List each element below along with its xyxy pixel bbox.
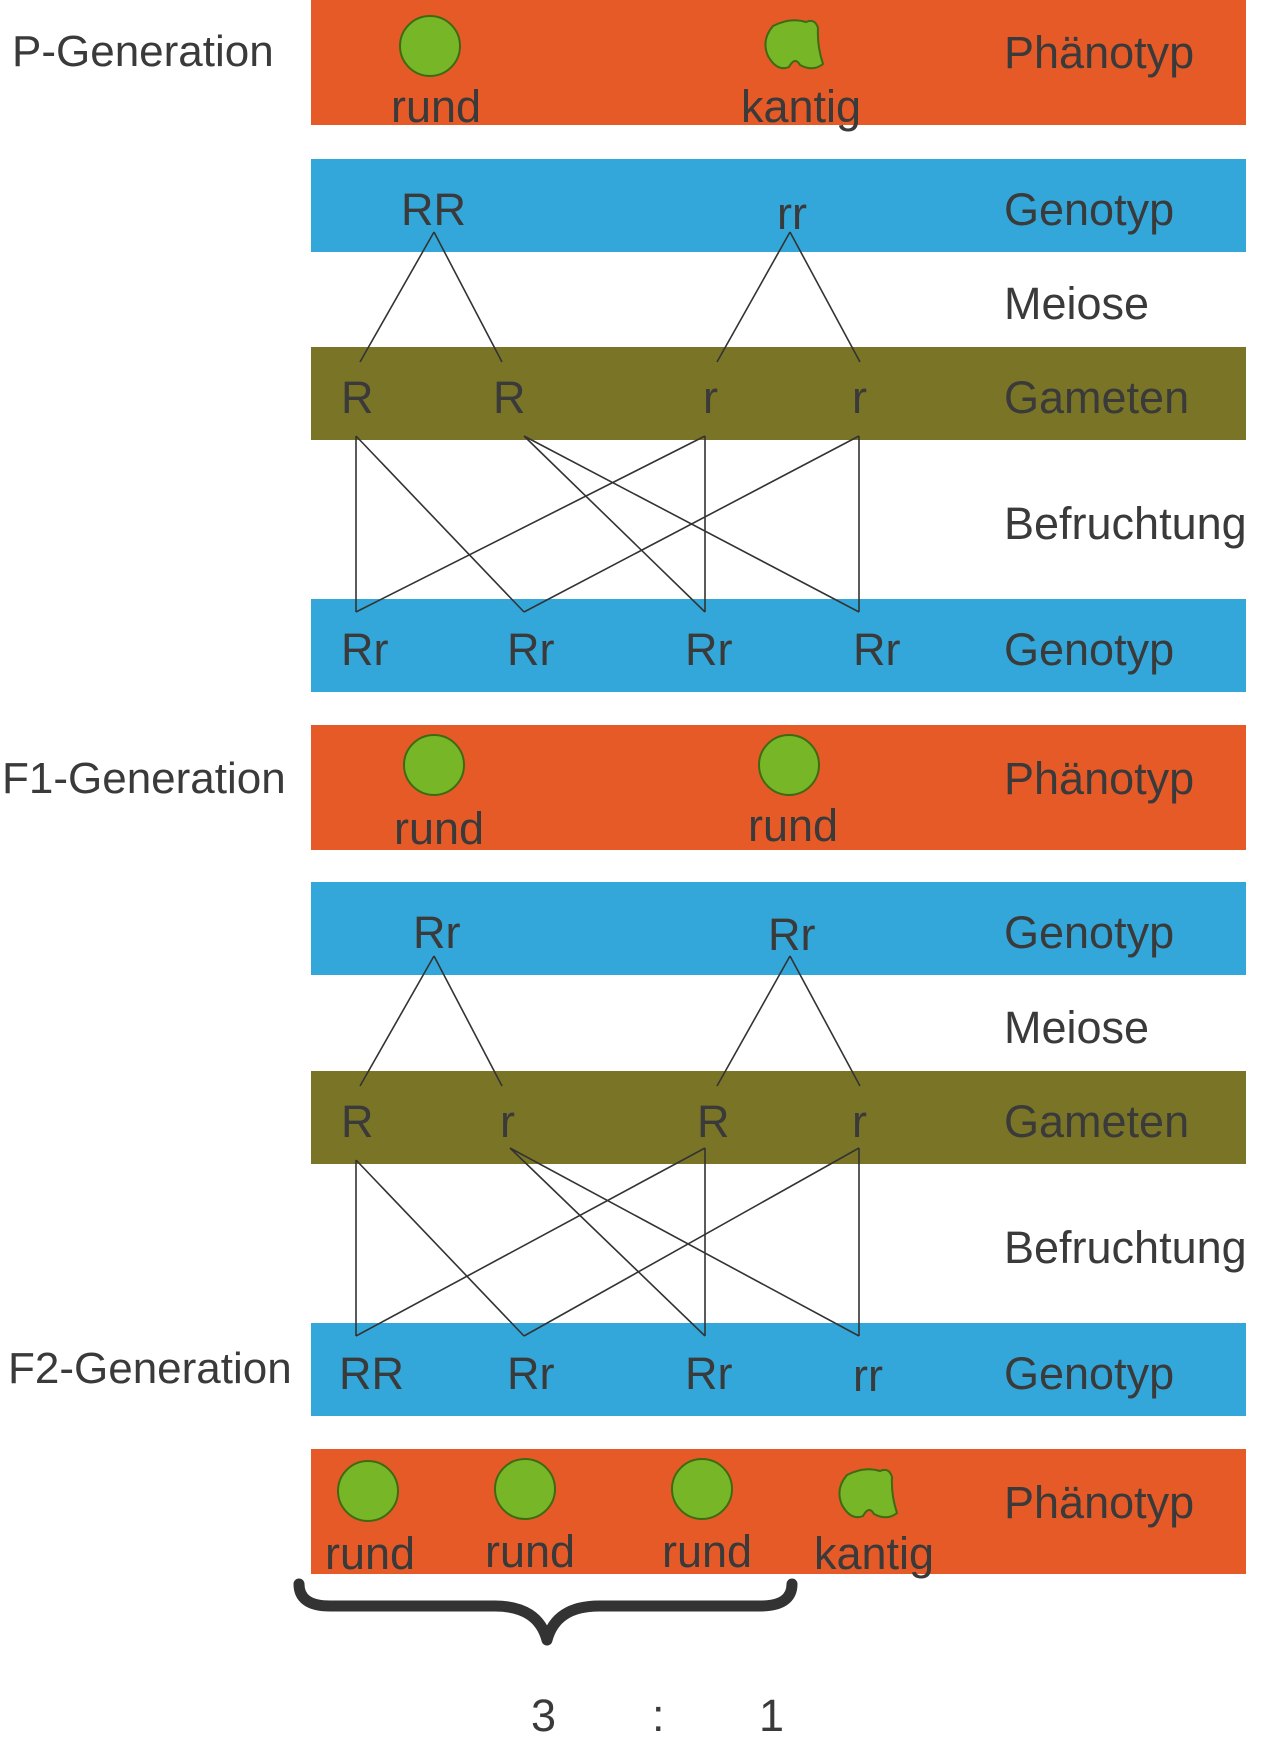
f1-genotype-band bbox=[311, 882, 1246, 975]
f1-genotype-result-band bbox=[311, 599, 1246, 692]
offspring-genotype-label: Rr bbox=[685, 1348, 733, 1399]
f1-generation-label: F1-Generation bbox=[2, 754, 286, 803]
round-pea-icon bbox=[758, 734, 820, 796]
gamete-label: R bbox=[493, 372, 526, 423]
f2-genotype-band bbox=[311, 1323, 1246, 1416]
genotype-label: Rr bbox=[413, 907, 461, 958]
row-label-phaenotyp: Phänotyp bbox=[1004, 753, 1195, 804]
row-label-meiose: Meiose bbox=[1004, 1002, 1150, 1053]
f2-generation-label: F2-Generation bbox=[8, 1344, 292, 1393]
gamete-label: r bbox=[852, 1096, 867, 1147]
p-meiosis-lines bbox=[359, 231, 861, 363]
row-label-genotyp: Genotyp bbox=[1004, 184, 1175, 235]
f1-gamete-band bbox=[311, 1071, 1246, 1164]
row-label-phaenotyp: Phänotyp bbox=[1004, 1477, 1195, 1528]
row-label-genotyp: Genotyp bbox=[1004, 624, 1175, 675]
phenotype-label: rund bbox=[748, 800, 839, 851]
row-label-genotyp: Genotyp bbox=[1004, 907, 1175, 958]
gamete-label: r bbox=[500, 1096, 515, 1147]
ratio-separator: : bbox=[652, 1690, 665, 1741]
phenotype-label: rund bbox=[325, 1528, 416, 1579]
f1-fertilization-lines bbox=[355, 1147, 860, 1337]
gamete-label: R bbox=[341, 1096, 374, 1147]
round-pea-icon bbox=[671, 1458, 733, 1520]
wrinkled-pea-icon bbox=[764, 19, 825, 70]
row-label-befruchtung: Befruchtung bbox=[1004, 1222, 1247, 1273]
offspring-genotype-label: Rr bbox=[507, 624, 555, 675]
p-generation-label: P-Generation bbox=[12, 27, 274, 76]
phenotype-label: kantig bbox=[741, 81, 862, 132]
gamete-label: R bbox=[697, 1096, 730, 1147]
ratio-brace bbox=[293, 1578, 798, 1646]
ratio-left: 3 bbox=[531, 1690, 557, 1741]
phenotype-label: rund bbox=[485, 1526, 576, 1577]
gamete-label: R bbox=[341, 372, 374, 423]
row-label-gameten: Gameten bbox=[1004, 372, 1190, 423]
round-pea-icon bbox=[494, 1458, 556, 1520]
wrinkled-pea-icon bbox=[838, 1468, 899, 1519]
row-label-gameten: Gameten bbox=[1004, 1096, 1190, 1147]
p-gamete-band bbox=[311, 347, 1246, 440]
genotype-label: Rr bbox=[768, 909, 816, 960]
phenotype-label: rund bbox=[662, 1526, 753, 1577]
row-label-meiose: Meiose bbox=[1004, 278, 1150, 329]
phenotype-label: rund bbox=[394, 803, 485, 854]
offspring-genotype-label: Rr bbox=[507, 1348, 555, 1399]
round-pea-icon bbox=[403, 734, 465, 796]
offspring-genotype-label: Rr bbox=[685, 624, 733, 675]
genotype-label: rr bbox=[777, 188, 807, 239]
gamete-label: r bbox=[703, 372, 718, 423]
offspring-genotype-label: Rr bbox=[341, 624, 389, 675]
row-label-genotyp: Genotyp bbox=[1004, 1348, 1175, 1399]
round-pea-icon bbox=[399, 15, 461, 77]
f1-meiosis-lines bbox=[359, 955, 861, 1087]
offspring-genotype-label: rr bbox=[853, 1350, 883, 1401]
phenotype-label: kantig bbox=[814, 1528, 935, 1579]
phenotype-label: rund bbox=[391, 81, 482, 132]
row-label-phaenotyp: Phänotyp bbox=[1004, 27, 1195, 78]
genotype-label: RR bbox=[401, 184, 466, 235]
row-label-befruchtung: Befruchtung bbox=[1004, 498, 1247, 549]
f2-phenotype-band bbox=[311, 1449, 1246, 1574]
p-fertilization-lines bbox=[355, 435, 860, 613]
round-pea-icon bbox=[337, 1460, 399, 1522]
offspring-genotype-label: RR bbox=[339, 1348, 404, 1399]
gamete-label: r bbox=[852, 372, 867, 423]
p-genotype-band bbox=[311, 159, 1246, 252]
offspring-genotype-label: Rr bbox=[853, 624, 901, 675]
ratio-right: 1 bbox=[759, 1690, 785, 1741]
